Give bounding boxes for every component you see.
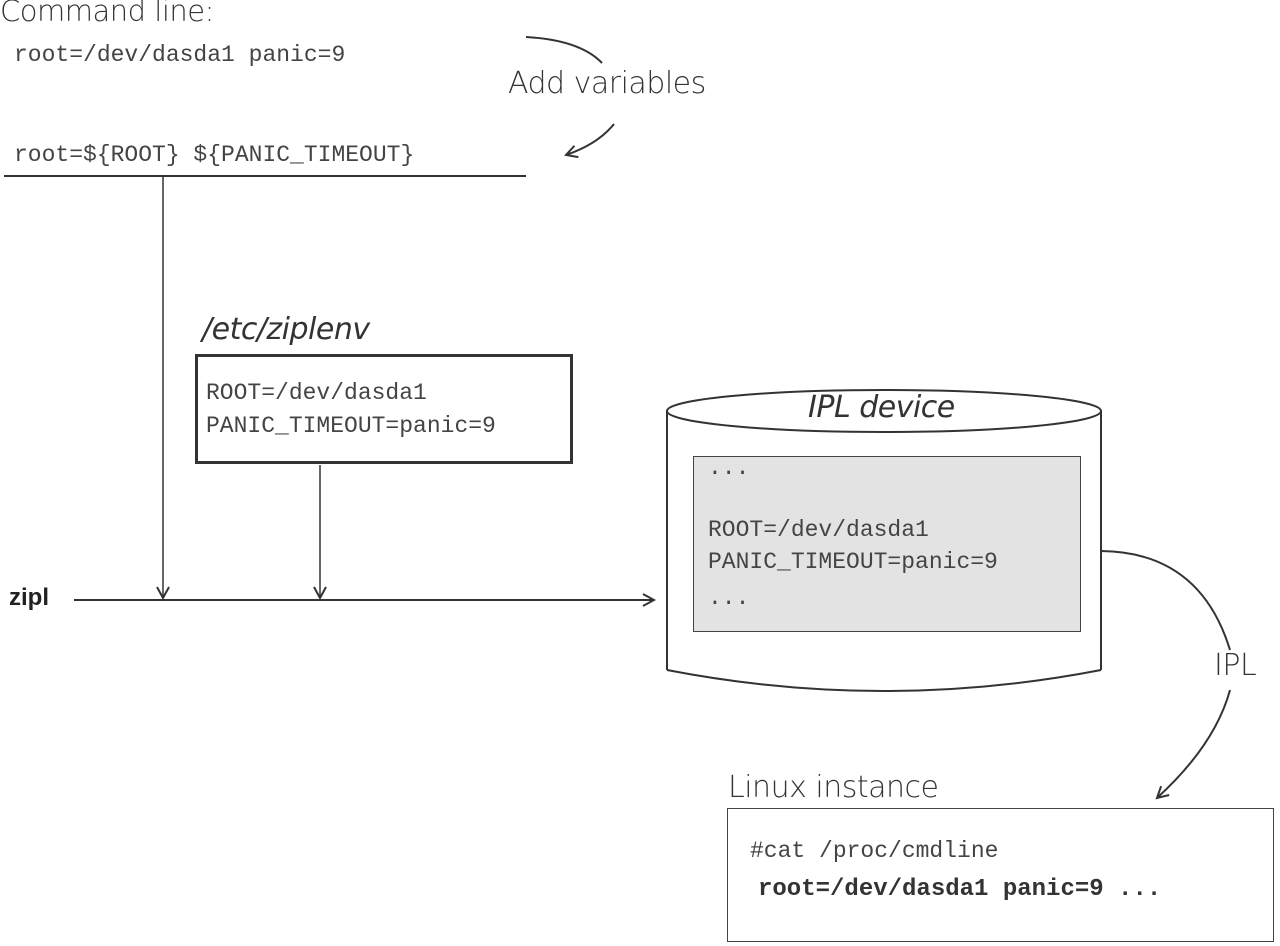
- ipl-device-line: ...: [708, 585, 750, 611]
- add-variables-arrow: [566, 123, 615, 155]
- ipl-device-line: ROOT=/dev/dasda1: [708, 517, 929, 543]
- ziplenv-line: ROOT=/dev/dasda1: [206, 380, 427, 406]
- ipl-label: IPL: [1214, 648, 1257, 683]
- add-variables-label: Add variables: [508, 66, 706, 101]
- ipl-device-content-box: [693, 456, 1081, 632]
- linux-instance-title: Linux instance: [728, 770, 939, 805]
- ipl-device-cylinder: [666, 389, 1102, 692]
- ipl-device-title: IPL device: [808, 390, 955, 425]
- command-line-title: Command line:: [0, 0, 214, 28]
- add-variables-curve-top: [525, 36, 603, 64]
- linux-instance-output: root=/dev/dasda1 panic=9 ...: [758, 876, 1162, 903]
- ipl-device-line: ...: [708, 455, 750, 481]
- ipl-arrow: [1157, 689, 1231, 798]
- ziplenv-line: PANIC_TIMEOUT=panic=9: [206, 413, 496, 439]
- ipl-device-line: PANIC_TIMEOUT=panic=9: [708, 549, 998, 575]
- linux-instance-box: [727, 808, 1274, 942]
- command-line-with-variables: root=${ROOT} ${PANIC_TIMEOUT}: [14, 142, 415, 168]
- ziplenv-box: [195, 354, 573, 464]
- command-line-original: root=/dev/dasda1 panic=9: [14, 42, 346, 68]
- linux-instance-command: #cat /proc/cmdline: [750, 838, 999, 864]
- ipl-curve-top: [1100, 550, 1231, 651]
- zipl-label: zipl: [9, 584, 49, 611]
- ziplenv-title: /etc/ziplenv: [202, 312, 370, 347]
